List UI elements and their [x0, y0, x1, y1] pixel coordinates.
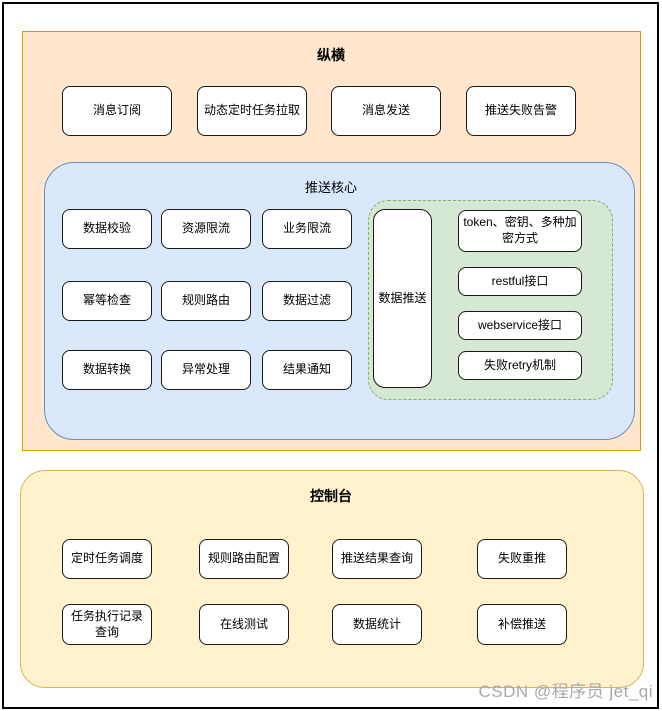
box-msg-send: 消息发送	[331, 86, 441, 136]
box-rule-route-config: 规则路由配置	[199, 539, 289, 579]
box-restful-api: restful接口	[458, 267, 582, 296]
box-fail-retry: 失败retry机制	[458, 351, 582, 380]
box-online-test: 在线测试	[199, 604, 289, 645]
box-resource-limit: 资源限流	[161, 209, 251, 249]
console-panel	[20, 470, 644, 688]
box-data-filter: 数据过滤	[262, 281, 352, 321]
box-token-encrypt: token、密钥、多种加密方式	[458, 210, 582, 252]
box-data-validate: 数据校验	[62, 209, 152, 249]
box-push-fail-alert: 推送失败告警	[466, 86, 576, 136]
box-push-result-query: 推送结果查询	[332, 539, 422, 579]
box-business-limit: 业务限流	[262, 209, 352, 249]
watermark: CSDN @程序员 jet_qi	[478, 682, 653, 701]
box-exception-handle: 异常处理	[161, 350, 251, 390]
box-data-statistics: 数据统计	[332, 604, 422, 645]
panel-title-push-core: 推送核心	[304, 180, 357, 195]
box-compensate-push: 补偿推送	[477, 604, 567, 645]
box-rule-route: 规则路由	[161, 281, 251, 321]
panel-title-console: 控制台	[310, 488, 352, 504]
box-webservice-api: webservice接口	[458, 311, 582, 340]
box-timed-task-schedule: 定时任务调度	[62, 539, 152, 579]
box-data-push: 数据推送	[373, 209, 432, 388]
box-result-notify: 结果通知	[262, 350, 352, 390]
box-idempotent-check: 幂等检查	[62, 281, 152, 321]
box-data-transform: 数据转换	[62, 350, 152, 390]
panel-title-zongheng: 纵横	[317, 47, 345, 63]
box-msg-subscribe: 消息订阅	[62, 86, 172, 136]
box-task-exec-record-query: 任务执行记录查询	[62, 604, 152, 645]
box-dynamic-task-pull: 动态定时任务拉取	[197, 86, 307, 136]
box-fail-repush: 失败重推	[477, 539, 567, 579]
